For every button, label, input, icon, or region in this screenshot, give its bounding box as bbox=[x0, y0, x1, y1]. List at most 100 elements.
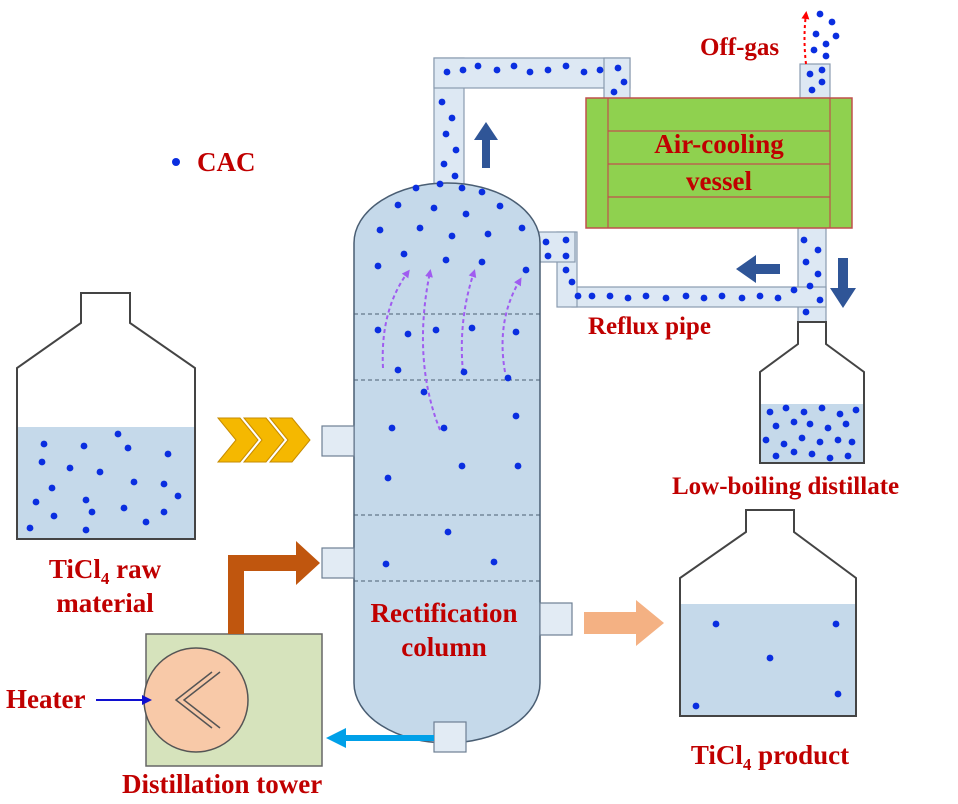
cac-particle bbox=[512, 328, 520, 336]
cac-particle bbox=[440, 424, 448, 432]
cac-particle bbox=[504, 374, 512, 382]
cac-particle bbox=[790, 286, 798, 294]
air-cooling-label-line1: Air-cooling bbox=[654, 129, 784, 159]
cac-particle bbox=[802, 308, 810, 316]
cac-particle bbox=[459, 66, 467, 74]
cac-particle bbox=[832, 620, 840, 628]
cac-particle bbox=[124, 444, 132, 452]
flow-arrow-icon bbox=[474, 122, 856, 308]
cac-particle bbox=[816, 438, 824, 446]
cac-particle bbox=[800, 408, 808, 416]
pipes bbox=[433, 57, 831, 323]
cac-particle bbox=[562, 236, 570, 244]
cac-particle bbox=[816, 296, 824, 304]
cac-particle bbox=[802, 258, 810, 266]
cac-particle bbox=[374, 262, 382, 270]
cac-particle bbox=[814, 270, 822, 278]
cac-particle bbox=[66, 464, 74, 472]
cac-particle bbox=[518, 224, 526, 232]
cac-particle bbox=[376, 226, 384, 234]
product-nozzle bbox=[539, 602, 573, 636]
cac-particle bbox=[818, 404, 826, 412]
feed-chevron-icon bbox=[216, 417, 311, 463]
cac-particle bbox=[834, 690, 842, 698]
cac-particle bbox=[26, 524, 34, 532]
cac-particle bbox=[808, 450, 816, 458]
vapor-arrow-icon bbox=[381, 269, 522, 431]
low-boiling-tank bbox=[759, 321, 865, 464]
cac-particle bbox=[394, 201, 402, 209]
product-arrow bbox=[584, 600, 664, 646]
cac-particle bbox=[614, 64, 622, 72]
cac-particle bbox=[400, 250, 408, 258]
bottom-nozzle bbox=[433, 721, 467, 753]
cac-particle bbox=[766, 408, 774, 416]
cac-particle bbox=[718, 292, 726, 300]
cac-particle bbox=[662, 294, 670, 302]
cac-particle bbox=[142, 518, 150, 526]
cac-particle bbox=[836, 410, 844, 418]
cac-particle bbox=[512, 412, 520, 420]
cac-particle bbox=[96, 468, 104, 476]
cac-particle bbox=[490, 558, 498, 566]
cac-particle bbox=[772, 452, 780, 460]
heater-label: Heater bbox=[6, 684, 85, 714]
cac-particle bbox=[50, 512, 58, 520]
cac-particle bbox=[522, 266, 530, 274]
cac-particle bbox=[822, 40, 830, 48]
cac-particle bbox=[478, 258, 486, 266]
cac-particle bbox=[48, 484, 56, 492]
rectification-label-line1: Rectification bbox=[371, 598, 518, 628]
top-pipe-down bbox=[603, 57, 631, 101]
cac-particle bbox=[682, 292, 690, 300]
low-boiling-label: Low-boiling distillate bbox=[672, 473, 899, 500]
cac-particle bbox=[462, 210, 470, 218]
cac-particle bbox=[448, 114, 456, 122]
cac-particle bbox=[484, 230, 492, 238]
cac-particle bbox=[82, 526, 90, 534]
cac-particle bbox=[766, 654, 774, 662]
product-tank bbox=[679, 509, 857, 717]
cac-particle bbox=[160, 508, 168, 516]
cac-particle bbox=[38, 458, 46, 466]
steam-nozzle bbox=[321, 547, 355, 579]
air-cooling-vessel bbox=[585, 97, 853, 229]
cac-particle bbox=[448, 232, 456, 240]
cac-particle bbox=[756, 292, 764, 300]
rectification-label-line2: column bbox=[401, 632, 487, 662]
cac-particle bbox=[451, 172, 459, 180]
cac-particle bbox=[412, 184, 420, 192]
cac-particle bbox=[574, 292, 582, 300]
cac-particle bbox=[478, 188, 486, 196]
cac-particle bbox=[762, 436, 770, 444]
cac-particle bbox=[88, 508, 96, 516]
cac-particle bbox=[826, 454, 834, 462]
cac-particle bbox=[394, 366, 402, 374]
cac-particle bbox=[432, 326, 440, 334]
cac-particle bbox=[818, 66, 826, 74]
cac-particle bbox=[443, 68, 451, 76]
cac-particle bbox=[164, 450, 172, 458]
cac-particle bbox=[562, 252, 570, 260]
cac-particle bbox=[474, 62, 482, 70]
cac-particle bbox=[32, 498, 40, 506]
cac-particle bbox=[374, 326, 382, 334]
cac-particle bbox=[430, 204, 438, 212]
cac-particle bbox=[852, 406, 860, 414]
return-arrow bbox=[326, 728, 434, 748]
cac-particle bbox=[790, 448, 798, 456]
cac-particle bbox=[818, 78, 826, 86]
cac-particle bbox=[458, 184, 466, 192]
cac-particle bbox=[568, 278, 576, 286]
cac-particle bbox=[844, 452, 852, 460]
heater-coil-icon bbox=[143, 647, 249, 753]
cac-particle bbox=[828, 18, 836, 26]
cac-particle bbox=[526, 68, 534, 76]
cac-particle bbox=[174, 492, 182, 500]
rectification-column bbox=[321, 182, 573, 753]
cac-particle bbox=[700, 294, 708, 302]
cac-particle bbox=[130, 478, 138, 486]
cac-label: CAC bbox=[197, 147, 256, 177]
